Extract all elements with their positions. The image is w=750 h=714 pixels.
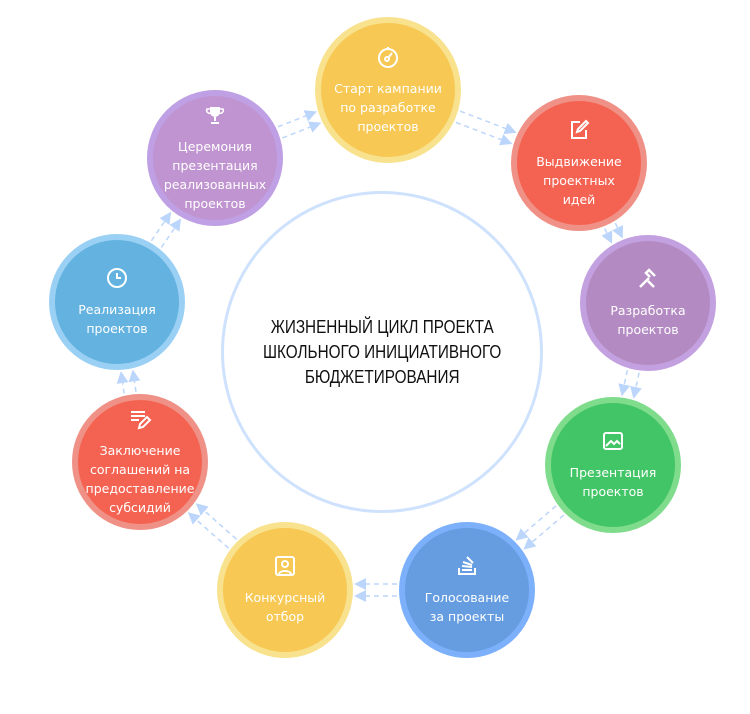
stage-1: Старт кампании по разработке проектов	[315, 17, 461, 163]
arrow	[455, 121, 513, 146]
arrow	[150, 211, 172, 242]
stage-label: Голосование за проекты	[424, 590, 510, 624]
arrow	[612, 222, 623, 239]
center-circle: ЖИЗНЕННЫЙ ЦИКЛ ПРОЕКТА ШКОЛЬНОГО ИНИЦИАТ…	[221, 191, 543, 513]
stage-label: Старт кампании по разработке проектов	[334, 80, 442, 134]
edit-icon	[571, 119, 590, 139]
stack-icon	[458, 556, 476, 575]
stage-4: Презентация проектов	[545, 397, 681, 533]
image-icon	[603, 432, 623, 450]
clock-icon	[107, 268, 127, 288]
stage-3: Разработка проектов	[580, 235, 716, 371]
arrow	[116, 371, 129, 394]
arrow	[128, 369, 141, 392]
arrow	[195, 503, 237, 540]
stage-label: Заключение соглашений на предоставление …	[85, 443, 195, 515]
user-portrait-icon	[275, 556, 295, 576]
speedometer-icon	[378, 46, 398, 68]
arrow	[160, 218, 182, 248]
stage-5: Голосование за проекты	[399, 522, 535, 658]
stage-label: Разработка проектов	[610, 303, 686, 337]
stage-9: Церемония презентация реализованных прое…	[147, 90, 283, 226]
arrow	[515, 505, 557, 541]
stage-label: Церемония презентация реализованных прое…	[163, 139, 267, 211]
stage-6: Конкурсный отбор	[217, 522, 353, 658]
arrow	[459, 110, 517, 135]
arrow	[282, 121, 322, 139]
arrow	[187, 512, 230, 549]
stage-2: Выдвижение проектных идей	[511, 95, 647, 231]
arrow	[277, 110, 317, 128]
arrow	[618, 369, 631, 397]
arrow	[523, 514, 565, 550]
stage-label: Презентация проектов	[569, 465, 657, 499]
arrow	[630, 372, 642, 399]
tools-icon	[639, 268, 656, 288]
trophy-icon	[205, 107, 225, 124]
stage-label: Выдвижение проектных идей	[536, 153, 622, 207]
stage-7: Заключение соглашений на предоставление …	[72, 394, 208, 530]
stage-label: Реализация проектов	[78, 302, 156, 336]
text-edit-icon	[131, 411, 152, 430]
stage-8: Реализация проектов	[49, 234, 185, 370]
diagram-title: ЖИЗНЕННЫЙ ЦИКЛ ПРОЕКТА ШКОЛЬНОГО ИНИЦИАТ…	[262, 316, 502, 387]
stage-label: Конкурсный отбор	[244, 590, 326, 624]
arrow	[601, 228, 613, 244]
